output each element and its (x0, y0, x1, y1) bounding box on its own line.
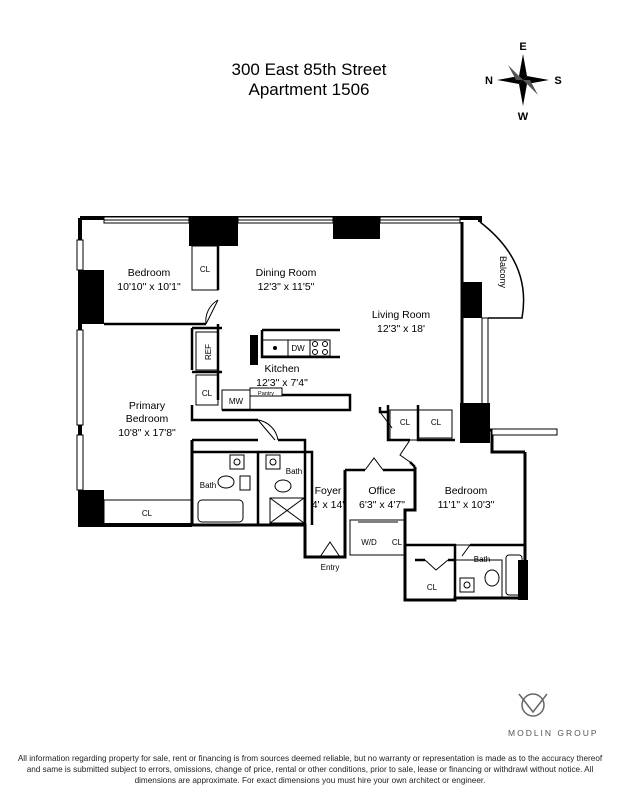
kitchen-appliances (250, 335, 331, 365)
closet-label-living-2: CL (431, 418, 442, 427)
sink-3 (459, 577, 475, 593)
compass-arrow-west (519, 80, 527, 106)
foyer-dims: 4' x 14' (312, 499, 345, 511)
bedroom-2-dims: 10'10" x 10'1" (117, 281, 181, 293)
closet-label-bedroom-3: CL (427, 583, 438, 592)
apartment-title: Apartment 1506 (248, 80, 370, 99)
dw-label: DW (291, 344, 305, 353)
modlin-logo-icon (518, 693, 548, 717)
compass-w-label: W (518, 111, 529, 123)
closet-label-living-1: CL (400, 418, 411, 427)
toilet-1 (217, 475, 235, 489)
bathtub-2 (505, 554, 523, 596)
sink-2 (265, 454, 281, 470)
disclaimer: All information regarding property for s… (17, 754, 603, 785)
pantry-label: Pantry (258, 391, 274, 397)
cooktop (309, 339, 331, 357)
kitchen-name: Kitchen (264, 363, 299, 375)
closet-label-office: CL (392, 538, 403, 547)
closet-label-kitchen: CL (202, 389, 213, 398)
mw-label: MW (229, 397, 244, 406)
dining-room-dims: 12'3" x 11'5" (258, 281, 315, 293)
primary-bedroom-dims: 10'8" x 17'8" (118, 427, 176, 439)
toilet-3 (484, 569, 500, 587)
built-ins (103, 245, 503, 599)
primary-bedroom-name-line2: Bedroom (126, 413, 169, 425)
closet-label-bedroom-2: CL (200, 265, 211, 274)
wd-label: W/D (361, 538, 377, 547)
living-room-dims: 12'3" x 18' (377, 323, 425, 335)
compass-n-label: N (485, 75, 493, 87)
shower (269, 497, 305, 524)
sink-1 (229, 454, 245, 470)
primary-bedroom-name-line1: Primary (129, 400, 166, 412)
kitchen-dims: 12'3" x 7'4" (256, 377, 308, 389)
balcony-label: Balcony (498, 256, 508, 289)
bedroom-3-dims: 11'1" x 10'3" (438, 499, 495, 511)
bedroom-3-name: Bedroom (445, 485, 488, 497)
doors (205, 299, 471, 571)
room-labels: Bedroom 10'10" x 10'1" Dining Room 12'3"… (117, 267, 494, 511)
bath-label-bedroom-3: Bath (474, 555, 490, 564)
office-dims: 6'3" x 4'7" (359, 499, 405, 511)
living-room-name: Living Room (372, 309, 431, 321)
address-title: 300 East 85th Street (231, 60, 387, 79)
bedroom-2-name: Bedroom (128, 267, 171, 279)
compass-arrow-east (519, 54, 527, 80)
dining-room-name: Dining Room (256, 267, 317, 279)
balcony-outline (479, 221, 525, 319)
compass-e-label: E (519, 41, 526, 53)
office-name: Office (368, 485, 395, 497)
ref-label: REF (204, 344, 213, 360)
foyer-name: Foyer (315, 485, 342, 497)
closet-label-primary: CL (142, 509, 153, 518)
fixture-labels: CL REF CL DW MW Pantry CL Bath Bath W/D … (142, 265, 490, 592)
entry-label: Entry (321, 563, 340, 572)
bath-label-hall: Bath (286, 467, 302, 476)
compass-s-label: S (554, 75, 561, 87)
bath-label-primary: Bath (200, 481, 216, 490)
brand-name: MODLIN GROUP (508, 728, 599, 738)
columns (78, 216, 528, 600)
bath-fixtures (197, 454, 523, 596)
toilet-2 (274, 479, 292, 493)
windows (76, 216, 558, 491)
bathtub-1 (197, 499, 244, 523)
compass-rose: E W N S (485, 41, 562, 123)
